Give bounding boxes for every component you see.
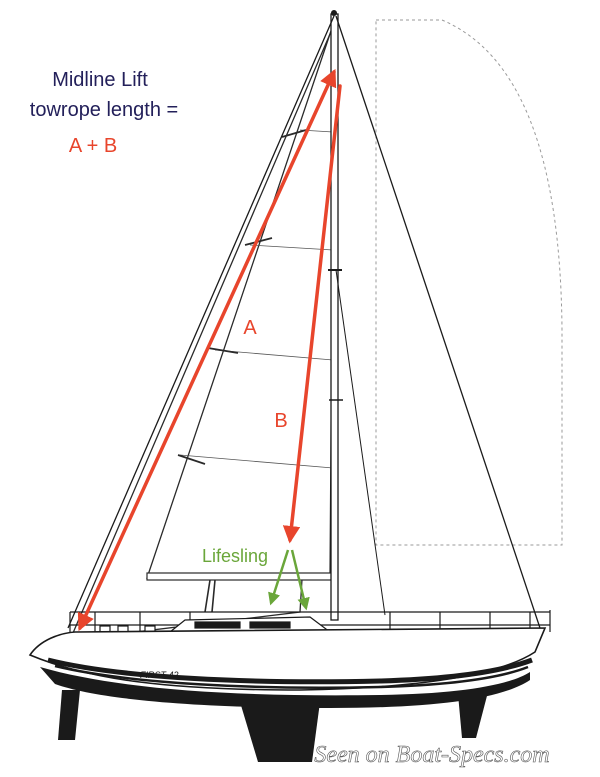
keel [240, 702, 320, 762]
arrow-b [282, 84, 342, 544]
arrow-a [77, 68, 337, 632]
segment-a-label: A [243, 317, 257, 339]
watermark: Seen on Boat-Specs.com [314, 742, 549, 768]
title-line-2: towrope length = [30, 99, 178, 121]
lifesling-label: Lifesling [202, 546, 268, 566]
rudder [458, 692, 488, 738]
shroud [335, 269, 386, 616]
formula-a-plus-b: A + B [69, 135, 117, 157]
bow-fin [58, 690, 80, 740]
hull-stripe-lower [54, 664, 529, 689]
boom [146, 572, 333, 581]
hull-stripe-upper [47, 657, 533, 685]
masthead [331, 10, 337, 16]
lifesling-arrow-left [268, 549, 290, 606]
title-line-1: Midline Lift [52, 69, 148, 91]
lifesling-arrow-right [290, 549, 310, 611]
backstay [335, 15, 541, 629]
dashed-sail-outline [375, 19, 563, 546]
hull-name: FIRST 42 [140, 670, 179, 680]
segment-b-label: B [274, 410, 287, 432]
underbody [40, 667, 530, 708]
